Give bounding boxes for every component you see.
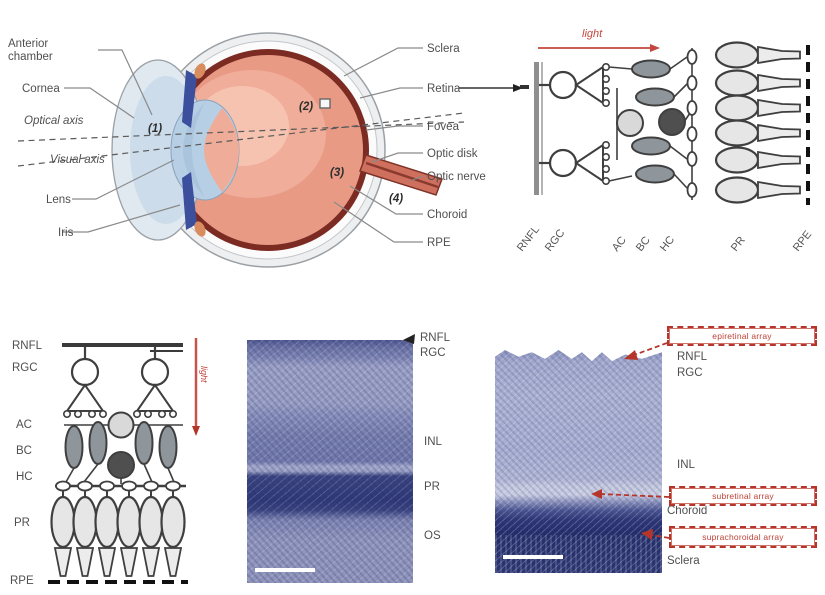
hist-mid-label-rnfl: RNFL <box>420 332 451 344</box>
layer-pr: PR <box>14 517 30 529</box>
label-choroid: Choroid <box>427 209 467 221</box>
label-iris: Iris <box>58 227 74 239</box>
histology-degenerated-retina <box>495 350 662 573</box>
hist-mid-label-pr: PR <box>424 481 440 493</box>
subretinal-array-box: subretinal array <box>669 486 817 506</box>
suprachoroidal-array-label: suprachoroidal array <box>702 532 784 542</box>
histology-normal-retina <box>247 340 413 583</box>
sclera-striations <box>495 535 662 573</box>
layer-hc: HC <box>658 234 677 254</box>
layer-ac: AC <box>16 419 32 431</box>
scale-bar <box>255 568 315 572</box>
synapse-bumps-rgc <box>602 62 611 186</box>
hist-mid-label-os: OS <box>424 530 441 542</box>
synaptic-row <box>55 480 186 492</box>
epiretinal-site-square <box>319 98 331 109</box>
light-arrow: light <box>192 338 209 436</box>
synaptic-column <box>686 48 698 200</box>
label-optic-nerve: Optic nerve <box>427 171 486 183</box>
hist-right-label-choroid: Choroid <box>667 505 708 517</box>
hist-right-label-sclera: Sclera <box>667 555 700 567</box>
label-visual-axis: Visual axis <box>50 154 105 166</box>
hist-right-label-rgc: RGC <box>677 367 703 379</box>
pr-necks <box>62 490 174 498</box>
layer-bc: BC <box>16 445 32 457</box>
hist-right-label-inl: INL <box>677 459 695 471</box>
label-anterior-chamber-2: chamber <box>8 51 53 63</box>
layer-rgc: RGC <box>543 227 568 254</box>
retina-circuit-horizontal: light <box>515 28 814 254</box>
optic-nerve-stalk <box>359 154 443 196</box>
rnfl-bar <box>62 343 183 352</box>
visual-axis-line <box>17 112 465 167</box>
marker-1: (1) <box>148 123 162 135</box>
label-optic-disk: Optic disk <box>427 148 478 160</box>
layer-hc: HC <box>16 471 33 483</box>
epiretinal-array-label: epiretinal array <box>712 331 772 341</box>
light-arrow: light <box>538 28 660 52</box>
retina-circuit-vertical: RNFL RGC AC BC HC PR RPE light <box>10 338 209 587</box>
ciliary-upper <box>194 63 206 79</box>
epiretinal-array-box: epiretinal array <box>667 326 817 346</box>
layer-rpe: RPE <box>791 229 814 254</box>
subretinal-array-label: subretinal array <box>712 491 774 501</box>
rnfl-bar <box>534 62 543 195</box>
horizontal-cell <box>658 108 686 136</box>
layer-rpe: RPE <box>10 575 34 587</box>
layer-rgc: RGC <box>12 362 38 374</box>
label-fovea: Fovea <box>427 121 460 133</box>
bipolar-cells <box>64 421 178 469</box>
label-lens: Lens <box>46 194 71 206</box>
eyeball <box>150 32 386 268</box>
axes <box>17 112 465 167</box>
hist-mid-label-inl: INL <box>424 436 442 448</box>
label-sclera: Sclera <box>427 43 460 55</box>
ciliary-lower <box>194 221 206 237</box>
scale-bar <box>503 555 563 559</box>
iris-lower <box>182 172 197 230</box>
synapse-bumps-rgc <box>62 410 178 419</box>
iris-upper <box>182 70 197 128</box>
light-label: light <box>582 28 603 40</box>
marker-4: (4) <box>389 193 403 205</box>
label-retina: Retina <box>427 83 461 95</box>
label-rpe: RPE <box>427 237 451 249</box>
layer-bc: BC <box>634 234 653 253</box>
photoreceptors <box>50 495 186 549</box>
leader-lines <box>62 47 424 243</box>
incoming-arrow-tip <box>520 85 529 89</box>
eye-cross-section-diagram: Anterior chamber Cornea Optical axis Vis… <box>8 32 523 268</box>
horizontal-cell <box>107 451 135 479</box>
bipolar-cells <box>631 59 675 184</box>
photoreceptors <box>714 41 760 204</box>
marker-2: (2) <box>299 101 313 113</box>
label-anterior-chamber-1: Anterior <box>8 38 48 50</box>
rgc-cells <box>539 65 604 183</box>
hist-mid-label-rgc: RGC <box>420 347 446 359</box>
label-cornea: Cornea <box>22 83 60 95</box>
outer-segments <box>53 547 183 577</box>
outer-segments <box>757 45 801 200</box>
rgc-cells <box>65 347 175 412</box>
layer-rnfl: RNFL <box>12 340 43 352</box>
hist-right-label-rnfl: RNFL <box>677 351 708 363</box>
suprachoroidal-array-box: suprachoroidal array <box>669 526 817 548</box>
anterior-segment <box>111 59 240 241</box>
label-optical-axis: Optical axis <box>24 115 84 127</box>
optical-axis-line <box>17 121 465 142</box>
layer-ac: AC <box>610 234 629 253</box>
epiretinal-arrow-line <box>633 342 668 356</box>
retina-arrow <box>459 84 523 92</box>
amacrine-cell <box>616 109 644 137</box>
layer-pr: PR <box>729 234 748 253</box>
marker-3: (3) <box>330 167 344 179</box>
light-label: light <box>199 366 209 383</box>
amacrine-cell <box>107 411 135 439</box>
